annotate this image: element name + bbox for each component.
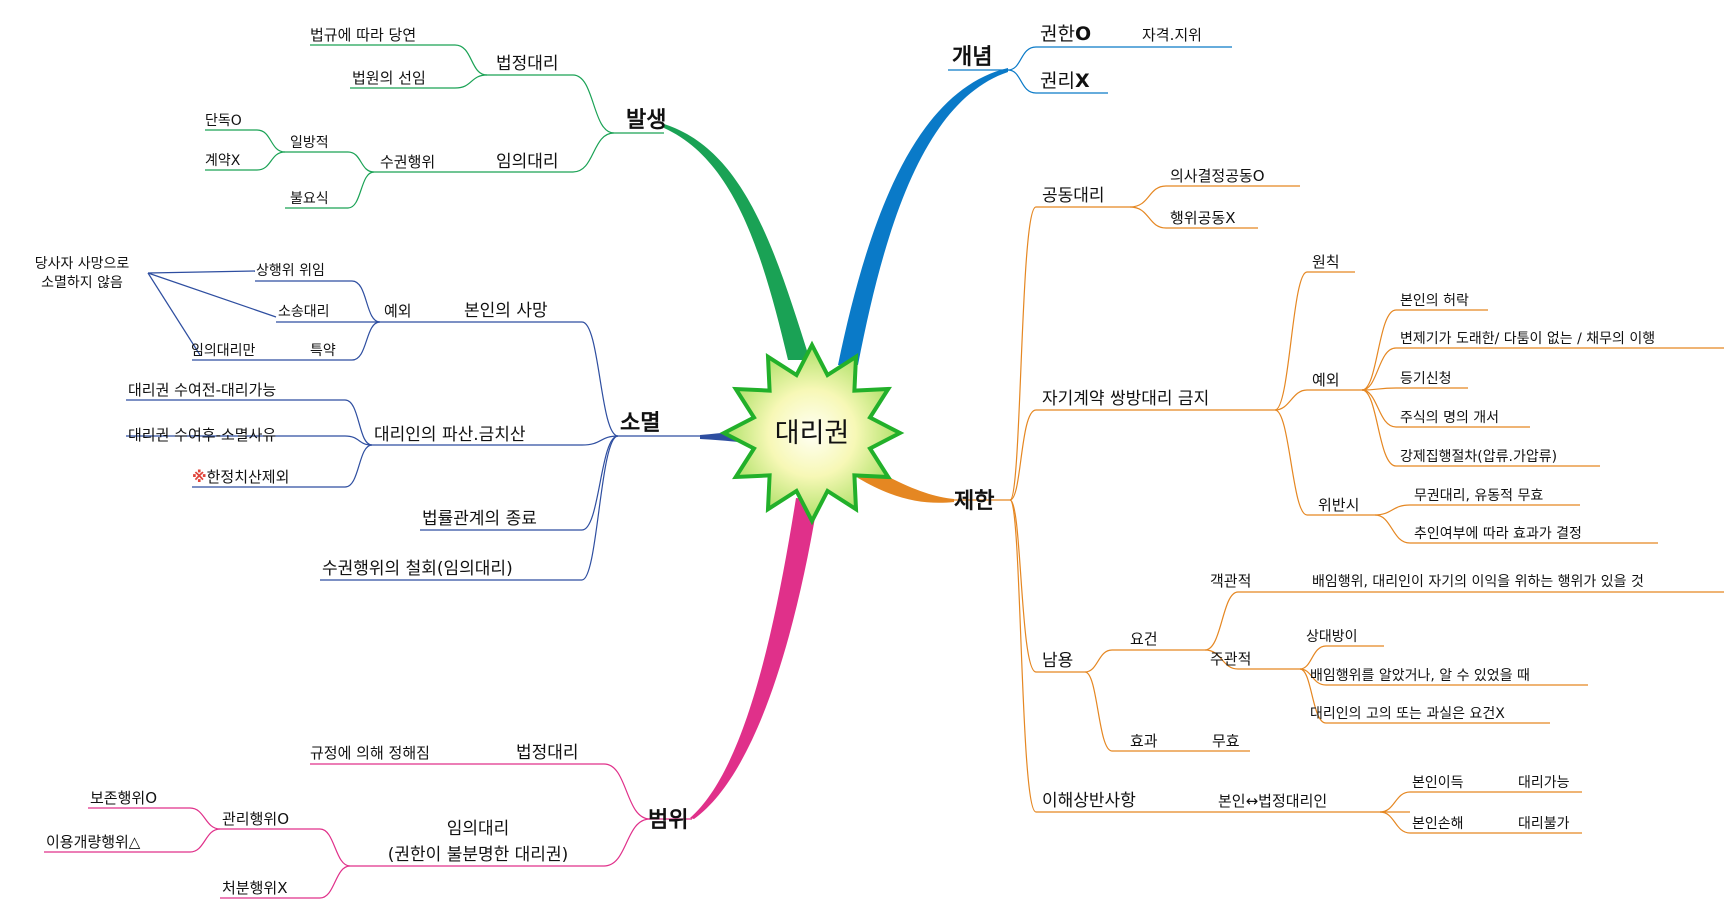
restriction-requirement: 요건 <box>1130 630 1158 648</box>
occurrence-legal-item-1: 법원의 선임 <box>352 69 426 87</box>
restriction-conflict-label[interactable]: 이해상반사항 <box>1042 791 1136 811</box>
scope-disposal: 처분행위X <box>222 879 287 897</box>
restriction-violation-0: 무권대리, 유동적 무효 <box>1414 488 1543 504</box>
extinction-exception-1: 소송대리 <box>278 304 330 320</box>
scope-legal-label[interactable]: 법정대리 <box>516 743 579 763</box>
restriction-exception-3: 주식의 명의 개서 <box>1400 410 1499 426</box>
extinction-exception-2: 특약 <box>310 343 336 359</box>
concept-authority-mark: O <box>1075 23 1091 45</box>
occurrence-unilateral-sub-0: 단독O <box>205 113 242 129</box>
concept-right-mark: X <box>1075 70 1090 92</box>
extinction-death[interactable]: 본인의 사망 <box>464 301 548 321</box>
center-starburst-shape <box>719 340 905 526</box>
restriction-conflict-row0-a: 본인이득 <box>1412 775 1464 791</box>
restriction-principle: 원칙 <box>1312 253 1340 271</box>
branch-concept-connector <box>838 68 1008 365</box>
occurrence-informal: 불요식 <box>290 191 329 207</box>
occurrence-unilateral: 일방적 <box>290 135 329 151</box>
occurrence-legal-item-0: 법규에 따라 당연 <box>310 26 416 44</box>
extinction-connectors <box>126 270 700 581</box>
branch-concept[interactable]: 개념 <box>952 45 992 70</box>
restriction-exception-4: 강제집행절차(압류.가압류) <box>1400 449 1557 465</box>
extinction-label[interactable]: 소멸 <box>620 411 660 436</box>
occurrence-connectors <box>205 44 664 209</box>
occurrence-voluntary-act: 수권행위 <box>380 153 435 171</box>
restriction-subjective-1: 배임행위를 알았거나, 알 수 있었을 때 <box>1310 668 1530 684</box>
restriction-conflict-row1-b: 대리불가 <box>1518 816 1570 832</box>
concept-label: 개념 <box>952 45 992 70</box>
extinction-exception: 예외 <box>384 302 412 320</box>
restriction-exception-0: 본인의 허락 <box>1400 293 1469 309</box>
restriction-joint-label[interactable]: 공동대리 <box>1042 186 1105 206</box>
exclusion-mark-icon: ※ <box>192 468 207 486</box>
restriction-conflict-row0-b: 대리가능 <box>1518 775 1570 791</box>
branch-occurrence-connector <box>664 124 810 360</box>
extinction-bankruptcy-item-0: 대리권 수여전-대리가능 <box>128 381 276 399</box>
restriction-violation-1: 추인여부에 따라 효과가 결정 <box>1414 526 1582 542</box>
restriction-objective: 객관적 <box>1210 572 1251 590</box>
concept-right-label: 권리 <box>1040 70 1075 92</box>
restriction-joint-item-0: 의사결정공동O <box>1170 167 1265 185</box>
restriction-self-label[interactable]: 자기계약 쌍방대리 금지 <box>1042 389 1209 409</box>
restriction-label[interactable]: 제한 <box>954 489 994 514</box>
occurrence-voluntary-label[interactable]: 임의대리 <box>496 152 559 172</box>
extinction-bankruptcy[interactable]: 대리인의 파산.금치산 <box>374 425 526 445</box>
restriction-violation: 위반시 <box>1318 496 1359 514</box>
restriction-effect-value: 무효 <box>1212 732 1240 750</box>
restriction-subjective-0: 상대방이 <box>1306 629 1358 645</box>
extinction-note-0: 당사자 사망으로 <box>35 256 130 272</box>
scope-management-item-0: 보존행위O <box>90 789 157 807</box>
extinction-exclusion: ※한정치산제외 <box>192 468 289 486</box>
extinction-end-relation[interactable]: 법률관계의 종료 <box>422 509 537 529</box>
restriction-effect: 효과 <box>1130 732 1158 750</box>
scope-voluntary-line-1[interactable]: (권한이 불분명한 대리권) <box>388 845 568 865</box>
restriction-exception-2: 등기신청 <box>1400 371 1452 387</box>
extinction-exception-0: 상행위 위임 <box>256 263 325 279</box>
scope-connectors <box>44 763 692 899</box>
concept-authority[interactable]: 권한O <box>1040 23 1091 45</box>
occurrence-unilateral-sub-1: 계약X <box>205 153 241 169</box>
extinction-note-1: 소멸하지 않음 <box>41 275 123 291</box>
extinction-withdrawal[interactable]: 수권행위의 철회(임의대리) <box>322 559 513 579</box>
center-label: 대리권 <box>775 418 850 449</box>
scope-management-item-1: 이용개량행위△ <box>46 833 141 851</box>
restriction-connectors <box>954 185 1724 834</box>
scope-label[interactable]: 범위 <box>648 808 688 833</box>
restriction-subjective: 주관적 <box>1210 650 1251 668</box>
extinction-voluntary-only: 임의대리만 <box>191 343 256 359</box>
scope-management: 관리행위O <box>222 810 289 828</box>
restriction-exception: 예외 <box>1312 371 1340 389</box>
concept-authority-label: 권한 <box>1040 23 1075 45</box>
restriction-subjective-2: 대리인의 고의 또는 과실은 요건X <box>1310 706 1505 722</box>
scope-voluntary-line-0[interactable]: 임의대리 <box>447 819 510 839</box>
restriction-joint-item-1: 행위공동X <box>1170 209 1235 227</box>
concept-connectors <box>948 46 1232 94</box>
restriction-conflict-row1-a: 본인손해 <box>1412 816 1464 832</box>
concept-authority-note: 자격.지위 <box>1142 26 1202 44</box>
center-node[interactable]: 대리권 <box>719 340 905 526</box>
extinction-exclusion-label: 한정치산제외 <box>207 468 290 486</box>
restriction-objective-text: 배임행위, 대리인이 자기의 이익을 위하는 행위가 있을 것 <box>1312 574 1644 590</box>
branch-scope-connector <box>690 498 818 819</box>
restriction-abuse-label[interactable]: 남용 <box>1042 651 1073 671</box>
occurrence-label[interactable]: 발생 <box>626 108 666 133</box>
scope-legal-note: 규정에 의해 정해짐 <box>310 744 430 762</box>
restriction-exception-1: 변제기가 도래한/ 다툼이 없는 / 채무의 이행 <box>1400 331 1655 347</box>
extinction-bankruptcy-item-1: 대리권 수여후-소멸사유 <box>128 426 276 444</box>
occurrence-legal-label[interactable]: 법정대리 <box>496 54 559 74</box>
restriction-conflict-relation: 본인↔법정대리인 <box>1218 792 1327 810</box>
concept-right[interactable]: 권리X <box>1040 70 1090 92</box>
